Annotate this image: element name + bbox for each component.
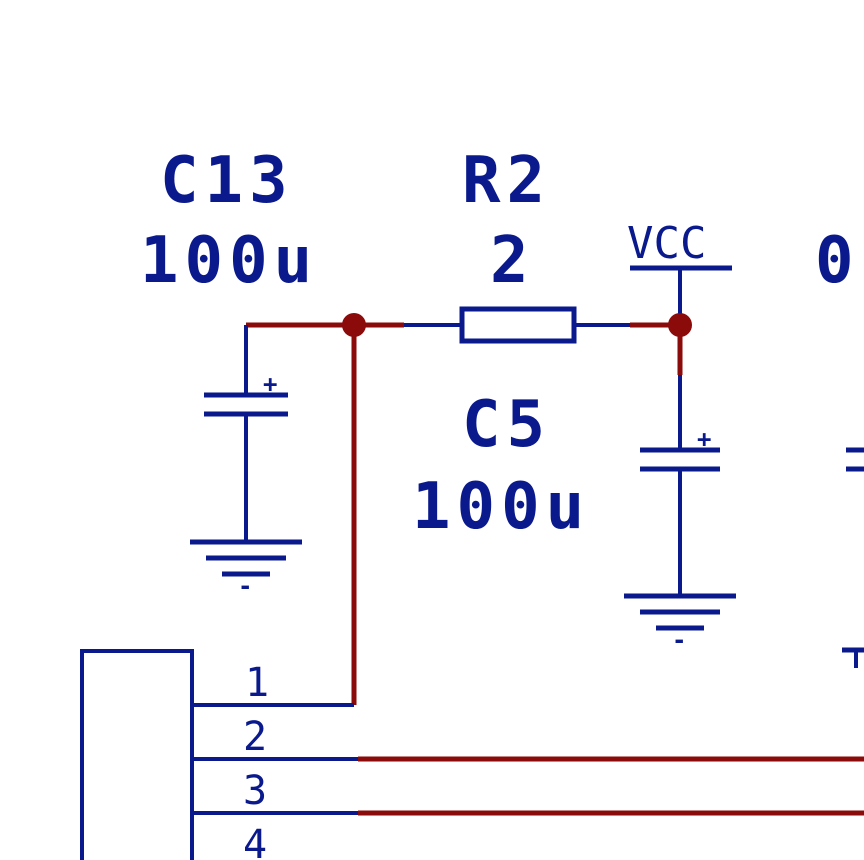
c13-value-label: 100u: [140, 224, 318, 298]
c5-ref-label: C5: [462, 388, 551, 462]
c5-plus-sign: +: [697, 425, 711, 453]
pin-2-label: 2: [243, 714, 267, 760]
pin-4-label: 4: [243, 822, 267, 860]
c5-capacitor: +: [640, 313, 720, 596]
net-c13-to-pin1: [342, 313, 366, 705]
c13-ground-symbol: -: [190, 539, 302, 600]
r2-ref-label: R2: [462, 144, 551, 218]
right-edge-partial-symbols: [842, 447, 864, 668]
c5-value-label: 100u: [412, 470, 590, 544]
cut-off-label: 0: [815, 224, 860, 298]
junction-node-vcc: [668, 313, 692, 337]
connector-header: 1 2 3 4: [80, 649, 864, 860]
pin-3-label: 3: [243, 768, 267, 814]
c13-ground-minus: -: [238, 572, 252, 600]
vcc-label: VCC: [627, 218, 706, 269]
c5-ground-minus: -: [672, 626, 686, 654]
r2-resistor: [404, 306, 680, 344]
r2-value-label: 2: [490, 224, 535, 298]
c5-ground-symbol: -: [624, 593, 736, 654]
c13-plus-sign: +: [263, 370, 277, 398]
c13-capacitor: +: [204, 322, 404, 542]
pin-1-label: 1: [245, 660, 269, 706]
c13-ref-label: C13: [160, 144, 294, 218]
junction-node-left: [342, 313, 366, 337]
